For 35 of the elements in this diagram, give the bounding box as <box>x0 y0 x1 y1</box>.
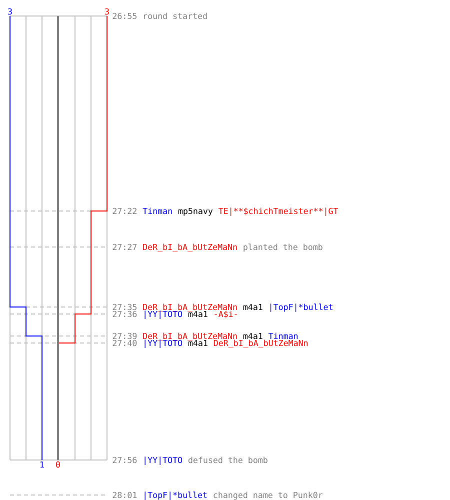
weapon-name: mp5navy <box>178 208 213 216</box>
weapon-name: m4a1 <box>188 340 208 346</box>
weapon-name: m4a1 <box>188 310 208 318</box>
player-name: Tinman <box>268 332 298 340</box>
player-name: |YY|TOTO <box>144 456 182 465</box>
player-name: DeR_bI_bA_bUtZeMaNn <box>214 340 308 348</box>
event-text: defused the bomb <box>188 456 268 464</box>
team-count: 3 <box>105 8 109 15</box>
weapon-name: m4a1 <box>243 332 262 340</box>
player-name: DeR_bI_bA_bUtZeMaNn <box>143 332 237 341</box>
player-name: |YY|TOTO <box>144 310 182 319</box>
timestamp: 27:27 <box>112 244 137 250</box>
player-name: |YY|TOTO <box>144 340 182 348</box>
timestamp: 27:36 <box>112 310 137 318</box>
event-text: planted the bomb <box>244 244 322 252</box>
event-text: changed name to Punk0r <box>214 492 323 500</box>
timestamp: 27:40 <box>112 340 137 346</box>
team-count: 0 <box>56 461 60 468</box>
timestamp: 28:01 <box>112 492 137 498</box>
player-name: Tinman <box>142 208 172 214</box>
timestamp: 27:56 <box>112 456 137 464</box>
player-name: DeR_bI_bA_bUtZeMaNn <box>143 304 237 312</box>
player-name: DeR_bI_bA_bUtZeMaNn <box>143 244 237 252</box>
player-name: TE|**$chichTmeister**|GT <box>218 208 338 216</box>
event-text: round started <box>144 12 207 20</box>
player-name: -A$i- <box>214 310 237 318</box>
weapon-name: m4a1 <box>243 304 262 310</box>
timestamp: 26:55 <box>112 12 137 20</box>
timestamp: 27:39 <box>112 332 137 340</box>
player-name: |TopF|*bullet <box>270 304 332 312</box>
team-count: 1 <box>40 461 44 468</box>
timestamp: 27:22 <box>112 208 136 214</box>
player-name: |TopF|*bullet <box>144 492 207 500</box>
timestamp: 27:35 <box>112 304 137 310</box>
team-count: 3 <box>8 8 12 15</box>
